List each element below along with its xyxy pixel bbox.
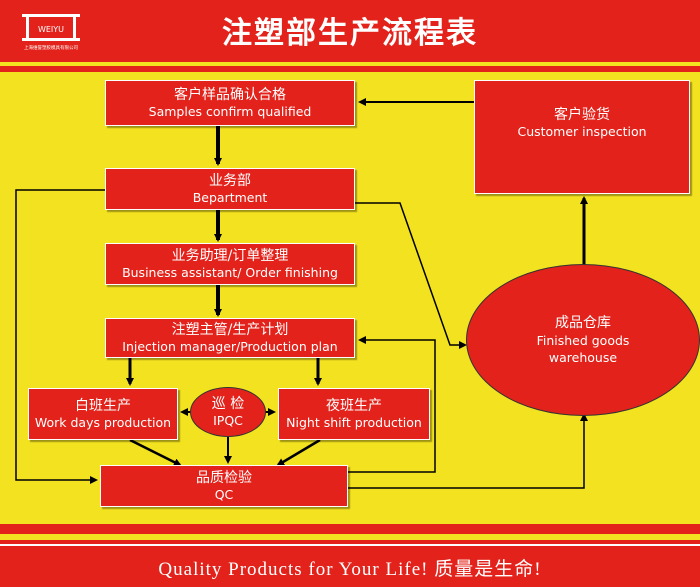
node-injection: 注塑主管/生产计划 Injection manager/Production p… — [105, 318, 355, 358]
footer-divider — [0, 524, 700, 534]
node-department-zh: 业务部 — [209, 172, 251, 189]
node-night-shift: 夜班生产 Night shift production — [278, 388, 430, 440]
arrow-qc-warehouse — [348, 413, 588, 489]
header-band — [0, 0, 700, 62]
node-day-shift-en: Work days production — [34, 414, 172, 430]
header-divider — [0, 66, 700, 72]
node-injection-en: Injection manager/Production plan — [122, 338, 338, 354]
node-samples-zh: 客户样品确认合格 — [174, 86, 286, 103]
arrow-day-qc — [129, 438, 182, 467]
node-assistant-en: Business assistant/ Order finishing — [122, 264, 338, 280]
node-customer-zh: 客户验货 — [554, 107, 610, 123]
node-day-shift-zh: 白班生产 — [75, 397, 131, 414]
node-samples: 客户样品确认合格 Samples confirm qualified — [105, 80, 355, 126]
node-ipqc-en: IPQC — [213, 412, 243, 428]
node-ipqc: 巡 检 IPQC — [190, 387, 266, 437]
arrow-department-warehouse — [354, 202, 467, 349]
arrow-qc-injection-loop — [348, 336, 436, 473]
arrow-department-qc-loop — [15, 189, 105, 484]
company-logo: WEIYU 上海维誉塑胶模具有限公司 — [16, 10, 86, 52]
node-department-en: Bepartment — [192, 189, 268, 205]
node-assistant: 业务助理/订单整理 Business assistant/ Order fini… — [105, 243, 355, 285]
footer-band — [0, 540, 700, 587]
node-warehouse: 成品仓库 Finished goods warehouse — [466, 264, 700, 416]
node-qc: 品质检验 QC — [100, 465, 348, 507]
arrow-night-qc — [276, 438, 321, 467]
page-title: 注塑部生产流程表 — [222, 16, 478, 51]
node-assistant-zh: 业务助理/订单整理 — [171, 247, 289, 264]
node-customer-en: Customer inspection — [517, 124, 647, 139]
node-injection-zh: 注塑主管/生产计划 — [171, 321, 289, 338]
footer-slogan: Quality Products for Your Life! 质量是生命! — [158, 559, 542, 580]
node-customer: 客户验货 Customer inspection — [474, 80, 690, 194]
node-department: 业务部 Bepartment — [105, 168, 355, 210]
node-warehouse-zh: 成品仓库 — [555, 314, 611, 331]
node-warehouse-en: Finished goods warehouse — [536, 332, 630, 365]
node-ipqc-zh: 巡 检 — [211, 395, 245, 412]
node-samples-en: Samples confirm qualified — [148, 103, 312, 119]
node-qc-en: QC — [214, 486, 234, 502]
node-qc-zh: 品质检验 — [196, 469, 252, 486]
node-night-shift-zh: 夜班生产 — [326, 397, 382, 414]
footer-stripe — [0, 544, 700, 546]
logo-text: WEIYU — [38, 25, 64, 34]
node-day-shift: 白班生产 Work days production — [28, 388, 178, 440]
logo-subtext: 上海维誉塑胶模具有限公司 — [24, 44, 78, 51]
node-night-shift-en: Night shift production — [286, 414, 422, 430]
